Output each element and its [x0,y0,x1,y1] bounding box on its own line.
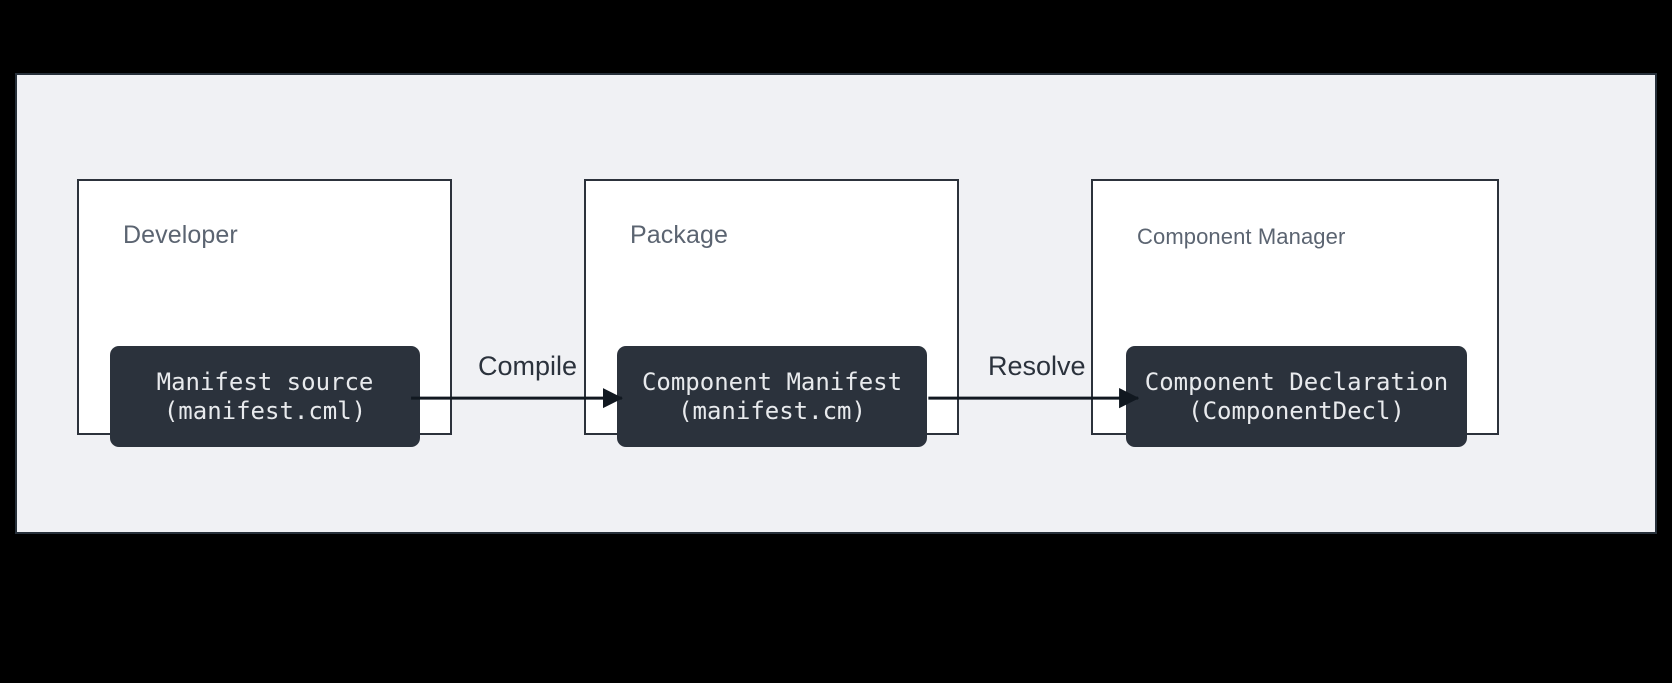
diagram-root: Developer Manifest source (manifest.cml)… [15,73,1657,534]
group-label-package: Package [630,221,728,249]
group-box-package[interactable]: Package Component Manifest (manifest.cm) [584,179,959,447]
node-component-manifest[interactable]: Component Manifest (manifest.cm) [617,346,927,447]
diagram-canvas: Developer Manifest source (manifest.cml)… [15,73,1657,534]
group-label-developer: Developer [123,221,238,249]
node-manifest-source-line1: Manifest source [156,368,374,397]
node-component-declaration-line2: (ComponentDecl) [1188,396,1405,425]
node-component-declaration-line1: Component Declaration [1144,368,1449,397]
node-component-manifest-line1: Component Manifest [641,368,903,397]
node-component-declaration[interactable]: Component Declaration (ComponentDecl) [1126,346,1467,447]
group-label-component-manager: Component Manager [1137,224,1346,249]
arrow-label-resolve: Resolve [988,351,1086,381]
arrow-label-compile: Compile [478,351,578,381]
node-component-manifest-line2: (manifest.cm) [678,396,866,425]
node-manifest-source[interactable]: Manifest source (manifest.cml) [110,346,420,447]
group-box-component-manager[interactable]: Component Manager Component Declaration … [1091,179,1499,447]
node-manifest-source-line2: (manifest.cml) [163,396,367,425]
group-box-developer[interactable]: Developer Manifest source (manifest.cml) [77,179,452,447]
